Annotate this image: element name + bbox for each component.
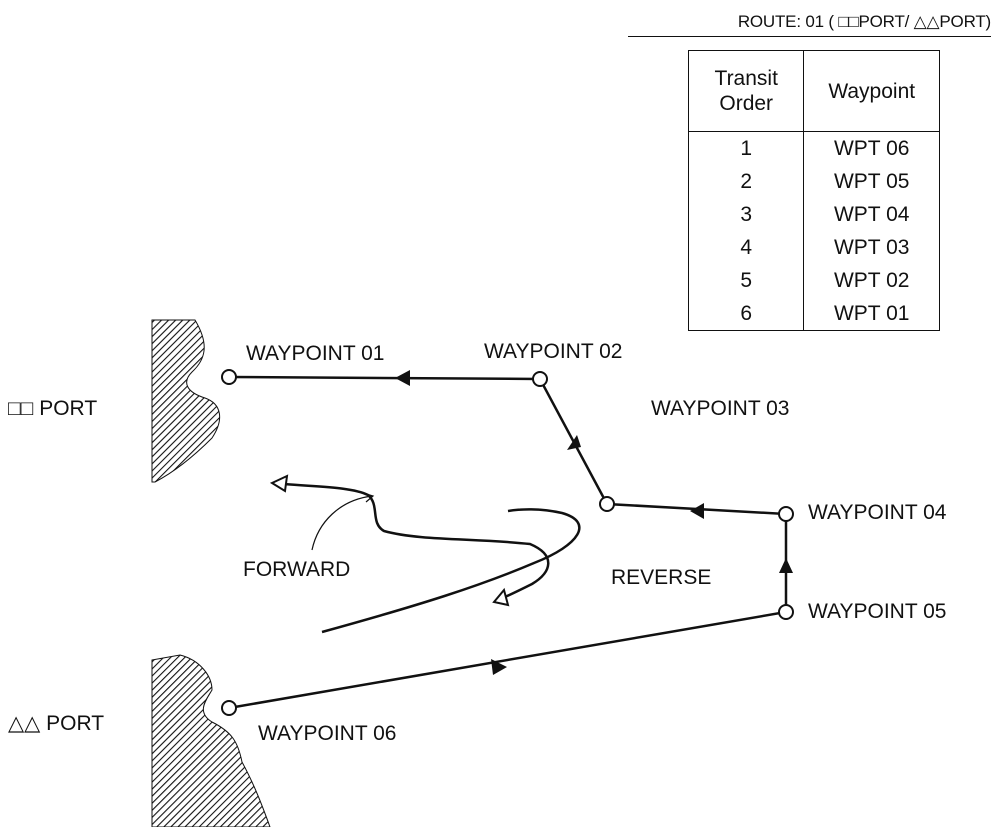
reverse-arrowhead <box>492 587 510 607</box>
waypoint-cell: WPT 05 <box>803 165 940 198</box>
waypoint-cell: WPT 04 <box>803 198 940 231</box>
transit-order-table: Transit Order Waypoint 1 WPT 06 2 WPT 05… <box>687 50 940 331</box>
transit-order-cell: 6 <box>687 297 805 331</box>
transit-order-cell: 4 <box>687 231 805 264</box>
forward-leader <box>311 495 373 551</box>
waypoint-cell: WPT 01 <box>803 297 940 331</box>
waypoint-03-label: WAYPOINT 03 <box>651 397 790 420</box>
direction-arrow-wp05-wp04 <box>779 558 793 573</box>
waypoint-cell: WPT 03 <box>803 231 940 264</box>
waypoint-marker-04 <box>778 506 794 522</box>
waypoint-04-label: WAYPOINT 04 <box>808 501 947 524</box>
forward-leader-tip <box>362 492 375 503</box>
coastline-top <box>151 319 221 483</box>
table-row: 4 WPT 03 <box>687 231 940 264</box>
table-row: 1 WPT 06 <box>687 131 940 165</box>
transit-order-cell: 2 <box>687 165 805 198</box>
waypoint-marker-06 <box>221 700 237 716</box>
transit-order-cell: 5 <box>687 264 805 297</box>
port-top-label: □□ PORT <box>8 397 98 420</box>
port-bottom-label: △△ PORT <box>8 712 105 735</box>
column-header-transit-order: Transit Order <box>687 50 805 132</box>
waypoint-cell: WPT 02 <box>803 264 940 297</box>
table-header-row: Transit Order Waypoint <box>687 50 940 132</box>
waypoint-marker-05 <box>778 604 794 620</box>
waypoint-02-label: WAYPOINT 02 <box>484 340 623 363</box>
table-row: 5 WPT 02 <box>687 264 940 297</box>
direction-arrow-wp04-wp03 <box>690 503 704 519</box>
forward-path-inner <box>283 482 550 602</box>
column-header-waypoint: Waypoint <box>803 50 940 132</box>
table-row: 3 WPT 04 <box>687 198 940 231</box>
forward-path <box>321 508 581 634</box>
forward-arrowhead <box>269 474 289 493</box>
table-row: 6 WPT 01 <box>687 297 940 331</box>
waypoint-marker-03 <box>599 496 615 512</box>
waypoint-marker-01 <box>221 369 237 385</box>
forward-label: FORWARD <box>243 558 351 581</box>
coastline-bottom <box>151 654 271 827</box>
reverse-label: REVERSE <box>611 566 712 589</box>
waypoint-06-label: WAYPOINT 06 <box>258 722 397 745</box>
transit-order-cell: 3 <box>687 198 805 231</box>
transit-order-cell: 1 <box>687 131 805 165</box>
direction-arrow-wp02-wp01 <box>395 370 410 386</box>
waypoint-marker-02 <box>532 371 548 387</box>
direction-arrow-wp06-wp05 <box>491 659 507 675</box>
waypoint-05-label: WAYPOINT 05 <box>808 600 947 623</box>
waypoint-01-label: WAYPOINT 01 <box>246 342 385 365</box>
direction-arrow-wp03-wp02 <box>567 435 581 450</box>
waypoint-cell: WPT 06 <box>803 131 940 165</box>
table-row: 2 WPT 05 <box>687 165 940 198</box>
route-header: ROUTE: 01 ( □□PORT/ △△PORT) <box>628 8 991 37</box>
